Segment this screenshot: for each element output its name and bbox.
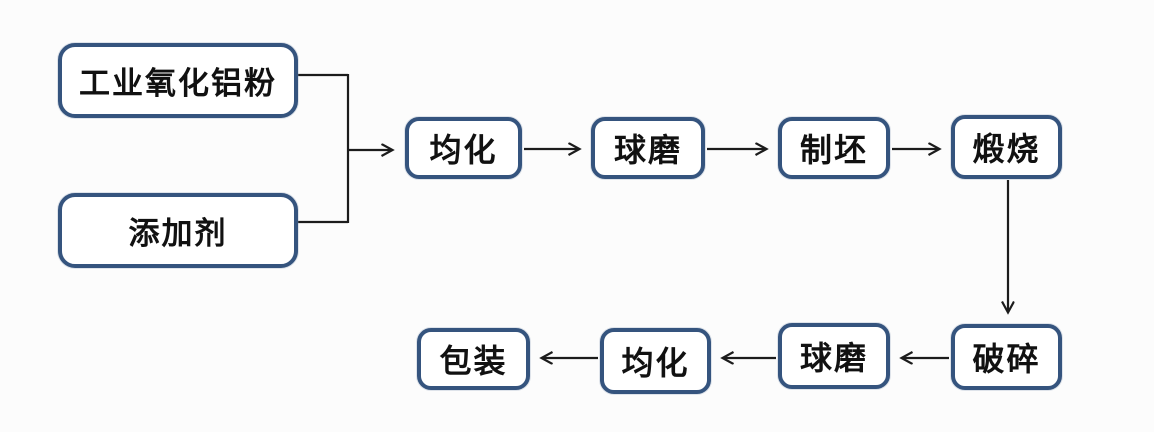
node-crushing: 破碎 [951, 324, 1062, 390]
node-label: 煅烧 [972, 131, 1041, 167]
node-homogenize-1: 均化 [405, 117, 522, 179]
node-ball-mill-1: 球磨 [591, 117, 705, 179]
node-homogenize-2: 均化 [600, 328, 711, 394]
node-label: 工业氧化铝粉 [79, 66, 277, 101]
node-calcination: 煅烧 [951, 115, 1062, 179]
node-blank-forming: 制坯 [778, 117, 890, 179]
node-label: 均化 [429, 132, 498, 168]
node-label: 球磨 [613, 132, 682, 168]
node-label: 球磨 [799, 340, 868, 376]
node-industrial-alumina-powder: 工业氧化铝粉 [58, 43, 298, 118]
node-label: 破碎 [972, 341, 1041, 377]
node-ball-mill-2: 球磨 [778, 323, 890, 389]
node-label: 包装 [439, 343, 508, 379]
node-additive: 添加剂 [58, 193, 298, 268]
node-label: 均化 [621, 345, 690, 381]
node-label: 制坯 [799, 132, 868, 168]
node-packaging: 包装 [417, 328, 530, 390]
node-label: 添加剂 [128, 216, 228, 251]
